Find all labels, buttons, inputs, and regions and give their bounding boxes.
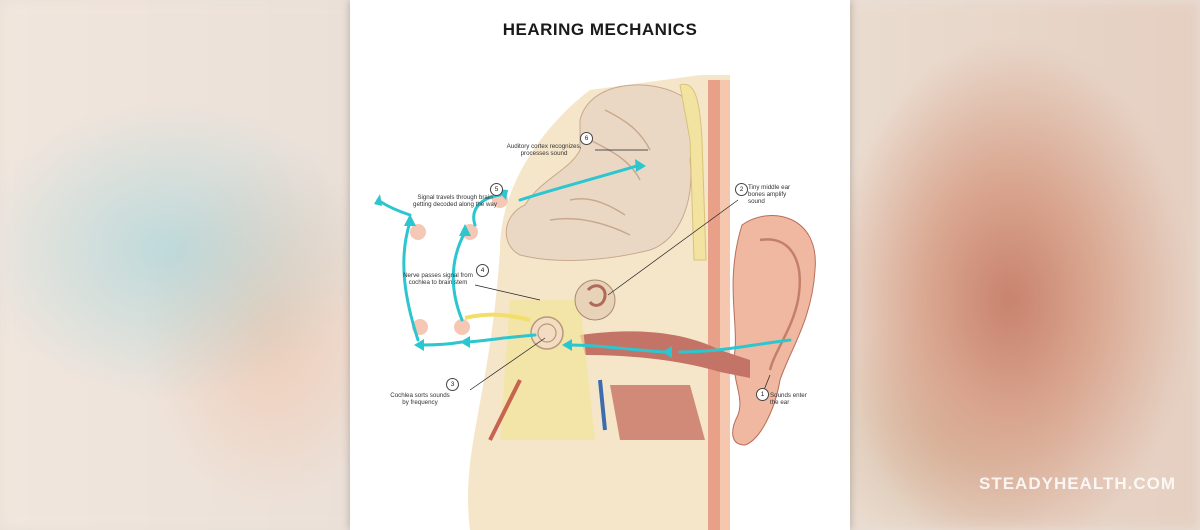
diagram-title: HEARING MECHANICS [502, 20, 698, 39]
diagram-panel: HEARING MECHANICS [350, 0, 850, 530]
ear-illustration [374, 75, 816, 530]
leader-line [469, 337, 546, 391]
signal-arrow [568, 343, 667, 354]
brain-folds [549, 109, 651, 236]
leader-line [474, 284, 541, 301]
signal-arrow [451, 230, 467, 322]
ear-fold [759, 238, 801, 371]
scalp-layer [708, 80, 720, 530]
ossicles [586, 284, 607, 307]
signal-arrow [376, 198, 412, 217]
signal-arrow [518, 163, 642, 202]
step-5-badge: 5 [490, 183, 503, 196]
signal-arrow [402, 220, 420, 342]
step-4-label: Nerve passes signal from cochlea to brai… [403, 272, 473, 286]
site-watermark: STEADYHEALTH.COM [978, 474, 1176, 493]
step-2-label: Tiny middle ear bones amplify sound [748, 184, 791, 205]
auditory-nerve [464, 312, 531, 322]
skin-layer [720, 80, 730, 530]
cochlea [530, 316, 564, 350]
step-6-label: Auditory cortex recognizes, processes so… [506, 143, 582, 157]
arrowhead [635, 159, 646, 172]
brain [505, 84, 693, 261]
step-6-badge: 6 [580, 132, 593, 145]
signal-arrow [678, 338, 792, 354]
jaw-bone [610, 385, 705, 440]
step-1-badge: 1 [756, 388, 769, 401]
signal-arrow [466, 333, 537, 344]
relay-node [454, 319, 470, 335]
arrowhead [459, 224, 471, 236]
ear-canal [580, 331, 750, 378]
blood-vessel [488, 379, 522, 441]
step-4-badge: 4 [476, 264, 489, 277]
step-3-label: Cochlea sorts sounds by frequency [390, 392, 450, 406]
arrowhead [414, 339, 424, 351]
relay-node [410, 224, 426, 240]
arrowhead [460, 336, 470, 348]
arrowhead [662, 346, 672, 358]
step-3-badge: 3 [446, 378, 459, 391]
leader-line [607, 199, 739, 296]
signal-arrow [472, 193, 502, 227]
arrowhead [374, 194, 382, 206]
signal-arrow [420, 340, 464, 347]
blood-vessel-2 [598, 379, 607, 431]
arrowhead [562, 339, 572, 351]
step-1-label: Sounds enter the ear [770, 392, 807, 406]
step-2-badge: 2 [735, 183, 748, 196]
skull [679, 83, 707, 261]
step-5-label: Signal travels through brain getting dec… [413, 194, 497, 208]
arrowhead [404, 214, 416, 226]
cochlea-inner [537, 323, 557, 343]
outer-ear [732, 215, 816, 446]
